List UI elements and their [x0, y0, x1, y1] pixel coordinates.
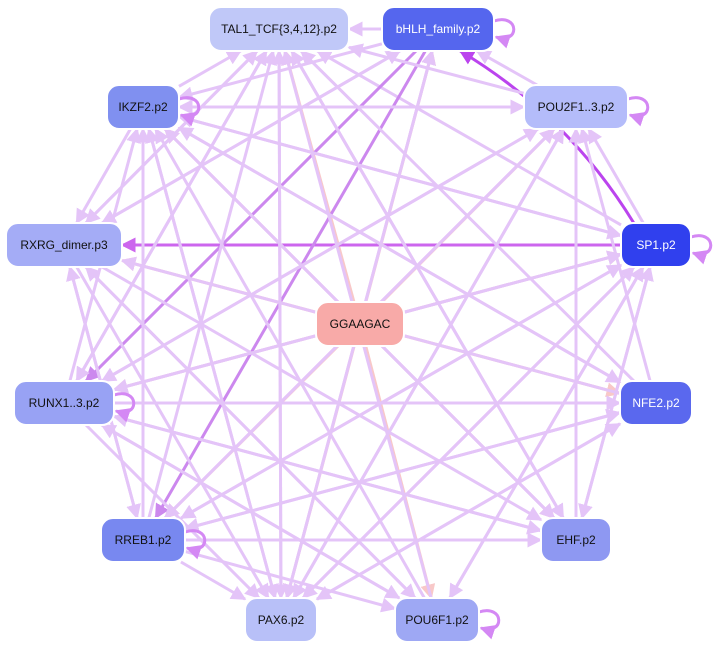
edge-pou6f1-to-ikzf2 — [154, 127, 426, 599]
edge-tal1-to-runx1 — [75, 50, 268, 383]
self-loop-runx1 — [113, 392, 136, 423]
node-pou6f1: POU6F1.p2 — [394, 597, 480, 643]
node-pax6: PAX6.p2 — [244, 597, 318, 643]
node-box-ehf — [540, 517, 612, 563]
edge-ehf-to-sp1 — [580, 265, 654, 519]
edge-ikzf2-to-tal1 — [178, 49, 242, 88]
edge-tal1-to-ehf — [290, 50, 565, 520]
node-label-pou2f1: POU2F1..3.p2 — [538, 100, 615, 114]
edge-pou6f1-to-sp1 — [448, 265, 645, 599]
node-box-sp1 — [620, 222, 692, 268]
node-label-sp1: SP1.p2 — [636, 238, 676, 252]
node-nfe2: NFE2.p2 — [619, 380, 693, 426]
self-loop-pou2f1 — [627, 96, 650, 127]
self-loop-ikzf2 — [178, 96, 201, 127]
edge-sp1-to-tal1 — [316, 49, 622, 227]
self-loop-pou6f1 — [478, 609, 501, 640]
edge-runx1-to-pou2f1 — [101, 127, 540, 383]
node-rreb1: RREB1.p2 — [100, 517, 186, 563]
node-ikzf2: IKZF2.p2 — [106, 84, 180, 130]
edge-sp1-to-pou2f1 — [587, 127, 645, 224]
node-label-runx1: RUNX1..3.p2 — [29, 396, 100, 410]
node-runx1: RUNX1..3.p2 — [13, 380, 115, 426]
edge-pax6-to-nfe2 — [316, 422, 622, 601]
edge-tal1-to-rxrg — [84, 49, 259, 225]
edge-rxrg-to-ehf — [101, 265, 543, 522]
edge-pou2f1-to-bhlh — [475, 49, 538, 87]
self-loop-rreb1 — [184, 529, 207, 560]
node-box-bhlh — [381, 6, 495, 52]
node-label-pou6f1: POU6F1.p2 — [405, 613, 469, 627]
edge-nfe2-to-tal1 — [300, 49, 635, 383]
node-label-rreb1: RREB1.p2 — [115, 533, 172, 547]
node-label-ggaagac: GGAAGAC — [330, 317, 391, 331]
node-box-ggaagac — [315, 301, 405, 347]
node-box-pou2f1 — [523, 84, 629, 130]
self-loop-sp1 — [690, 234, 713, 265]
node-label-ikzf2: IKZF2.p2 — [118, 100, 168, 114]
edge-pax6-to-sp1 — [301, 265, 636, 600]
edge-ikzf2-to-rxrg — [75, 128, 132, 225]
edge-rreb1-to-sp1 — [180, 263, 623, 520]
node-layer: TAL1_TCF{3,4,12}.p2 bHLH_family.p2IKZF2.p… — [5, 6, 693, 643]
node-box-pou6f1 — [394, 597, 480, 643]
node-ehf: EHF.p2 — [540, 517, 612, 563]
node-ggaagac: GGAAGAC — [315, 301, 405, 347]
node-box-nfe2 — [619, 380, 693, 426]
node-label-pax6: PAX6.p2 — [258, 613, 305, 627]
node-box-tal1 — [208, 6, 350, 52]
node-bhlh: bHLH_family.p2 — [381, 6, 495, 52]
edge-pax6-to-ikzf2 — [145, 127, 277, 599]
node-box-rreb1 — [100, 517, 186, 563]
node-tal1: TAL1_TCF{3,4,12}.p2 — [208, 6, 350, 52]
edge-pou2f1-to-tal1 — [347, 43, 525, 95]
edge-nfe2-to-ikzf2 — [177, 126, 621, 384]
edge-nfe2-to-pou2f1 — [578, 127, 652, 382]
node-sp1: SP1.p2 — [620, 222, 692, 268]
self-loop-bhlh — [493, 18, 516, 49]
node-box-runx1 — [13, 380, 115, 426]
node-box-rxrg — [5, 222, 123, 268]
node-label-bhlh: bHLH_family.p2 — [396, 22, 481, 36]
node-label-rxrg: RXRG_dimer.p3 — [20, 238, 108, 252]
node-label-ehf: EHF.p2 — [556, 533, 596, 547]
node-label-tal1: TAL1_TCF{3,4,12}.p2 — [221, 22, 337, 36]
node-box-ikzf2 — [106, 84, 180, 130]
node-rxrg: RXRG_dimer.p3 — [5, 222, 123, 268]
edge-rreb1-to-pax6 — [180, 560, 247, 601]
edge-tal1-to-pax6 — [273, 50, 289, 600]
edge-pax6-to-pou2f1 — [292, 127, 565, 599]
node-box-pax6 — [244, 597, 318, 643]
node-pou2f1: POU2F1..3.p2 — [523, 84, 629, 130]
edge-layer — [66, 18, 713, 640]
node-label-nfe2: NFE2.p2 — [632, 396, 680, 410]
edge-rreb1-to-pou6f1 — [184, 549, 397, 613]
